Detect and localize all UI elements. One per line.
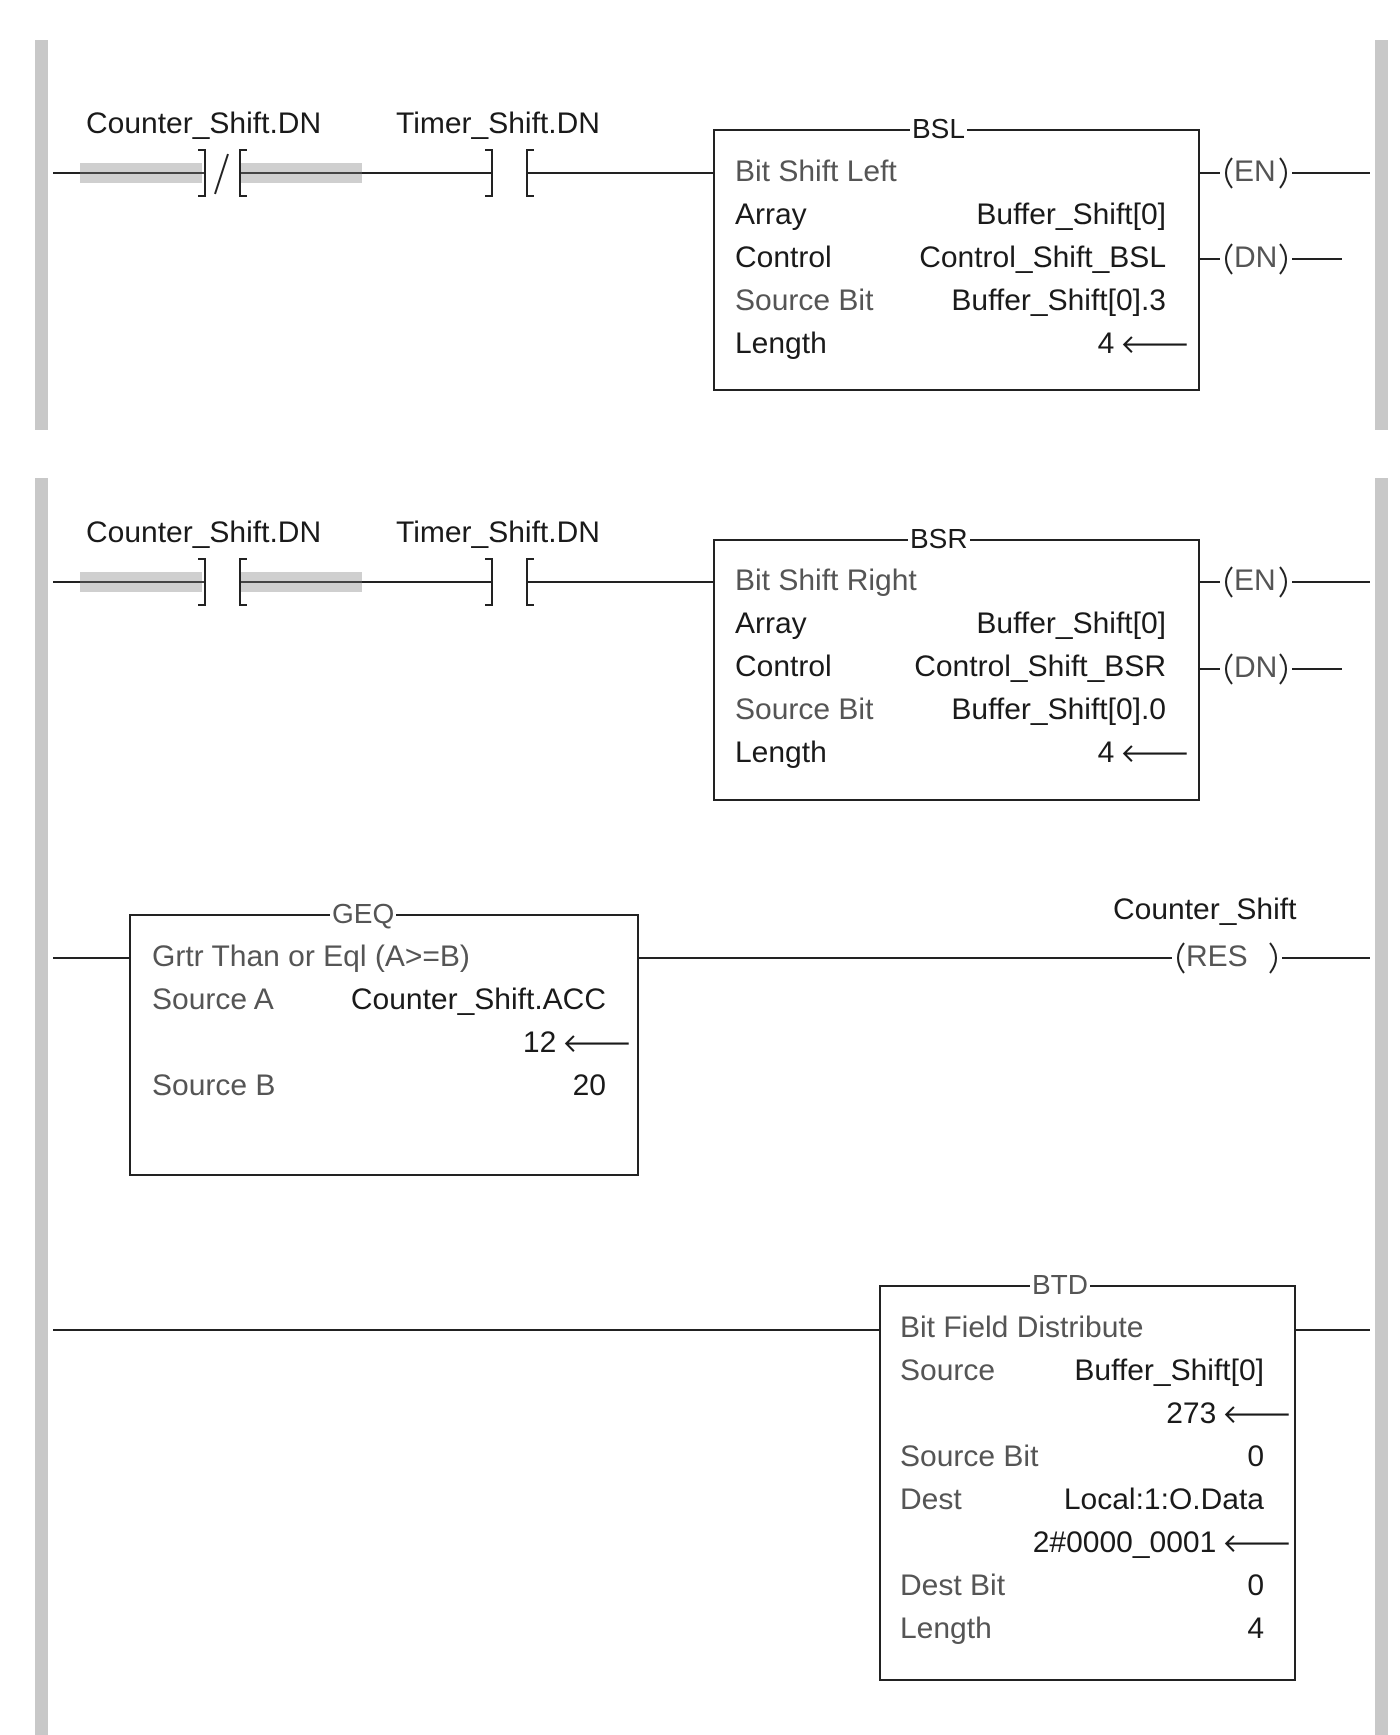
right-power-rail-upper [1375,40,1388,430]
bsr-source-bit-label: Source Bit [735,693,874,726]
btd-source-live[interactable]: 273🡐 [1100,1397,1292,1431]
bsl-array-value[interactable]: Buffer_Shift[0] [976,198,1166,231]
btd-source-label: Source [900,1354,996,1387]
bsl-block-title[interactable]: BSL [910,113,967,144]
rung1-contact2-xic [485,558,534,606]
bsr-length-label: Length [735,736,827,769]
rung0-contact2-xic [485,149,534,197]
bsl-dn-coil-label[interactable]: DN [1234,241,1278,275]
rung0-contact1-tag[interactable]: Counter_Shift.DN [86,107,322,140]
bsr-block-title[interactable]: BSR [908,523,970,554]
bsl-en-coil-label[interactable]: EN [1234,155,1276,189]
right-power-rail-lower [1375,478,1388,1735]
bsr-block-frame [713,539,1200,801]
left-arrow-icon: 🡐 [1120,329,1190,359]
geq-source-b-value[interactable]: 20 [572,1069,606,1102]
bsl-control-value[interactable]: Control_Shift_BSL [919,241,1166,274]
btd-source-live-number: 273 [1166,1397,1217,1430]
bsr-length-number: 4 [1097,736,1115,769]
geq-block-frame [129,914,639,1176]
left-arrow-icon: 🡐 [1222,1399,1292,1429]
btd-block-frame [879,1285,1296,1681]
bsr-source-bit-value[interactable]: Buffer_Shift[0].0 [951,693,1166,726]
res-coil-tag[interactable]: Counter_Shift [1113,893,1297,926]
bsl-array-label: Array [735,198,807,231]
btd-dest-live[interactable]: 2#0000_0001🡐 [1020,1526,1292,1560]
left-power-rail-lower [35,478,48,1735]
btd-dest-bit-label: Dest Bit [900,1569,1006,1602]
bsr-array-value[interactable]: Buffer_Shift[0] [976,607,1166,640]
rung1-contact2-tag[interactable]: Timer_Shift.DN [396,516,600,549]
rung1-contact1-xic [198,558,247,606]
bsl-length-number: 4 [1097,327,1115,360]
bsr-control-value[interactable]: Control_Shift_BSR [914,650,1166,683]
rung0-contact2-tag[interactable]: Timer_Shift.DN [396,107,600,140]
btd-source-bit-value[interactable]: 0 [1247,1440,1264,1473]
bsl-source-bit-value[interactable]: Buffer_Shift[0].3 [951,284,1166,317]
bsl-description: Bit Shift Left [735,155,897,188]
btd-length-label: Length [900,1612,992,1645]
btd-description: Bit Field Distribute [900,1311,1144,1344]
geq-source-a-live[interactable]: 12🡐 [460,1026,632,1060]
bsl-length-value[interactable]: 4🡐 [1040,327,1190,361]
rung0-contact1-xio [198,149,247,197]
btd-block-title[interactable]: BTD [1030,1269,1090,1300]
geq-source-a-value[interactable]: Counter_Shift.ACC [350,983,606,1016]
rung1-contact1-tag[interactable]: Counter_Shift.DN [86,516,322,549]
bsl-length-label: Length [735,327,827,360]
btd-dest-live-number: 2#0000_0001 [1032,1526,1217,1559]
left-arrow-icon: 🡐 [562,1028,632,1058]
btd-source-value[interactable]: Buffer_Shift[0] [1074,1354,1264,1387]
geq-description: Grtr Than or Eql (A>=B) [152,940,470,973]
bsr-control-label: Control [735,650,832,683]
btd-source-bit-label: Source Bit [900,1440,1039,1473]
geq-source-a-label: Source A [152,983,274,1016]
left-arrow-icon: 🡐 [1120,738,1190,768]
bsl-source-bit-label: Source Bit [735,284,874,317]
geq-block-title[interactable]: GEQ [330,898,397,929]
btd-length-value[interactable]: 4 [1247,1612,1264,1645]
bsr-en-coil-label[interactable]: EN [1234,564,1276,598]
bsl-control-label: Control [735,241,832,274]
bsr-length-value[interactable]: 4🡐 [1040,736,1190,770]
geq-source-b-label: Source B [152,1069,276,1102]
bsl-block-frame [713,129,1200,391]
res-coil-label[interactable]: RES [1186,940,1248,974]
left-arrow-icon: 🡐 [1222,1528,1292,1558]
btd-dest-label: Dest [900,1483,962,1516]
btd-dest-value[interactable]: Local:1:O.Data [1063,1483,1264,1516]
btd-dest-bit-value[interactable]: 0 [1247,1569,1264,1602]
bsr-description: Bit Shift Right [735,564,917,597]
left-power-rail-upper [35,40,48,430]
bsr-array-label: Array [735,607,807,640]
geq-source-a-live-number: 12 [522,1026,557,1059]
bsr-dn-coil-label[interactable]: DN [1234,651,1278,685]
